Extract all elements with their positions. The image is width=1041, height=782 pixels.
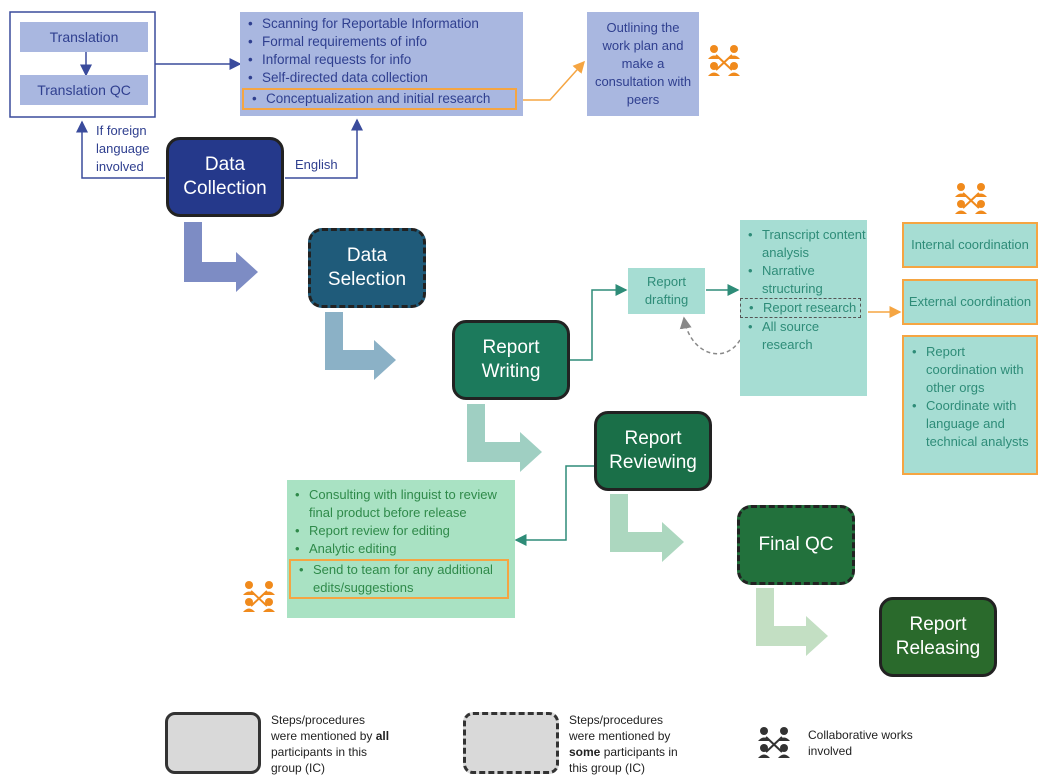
writing-activity-item-dashed: Report research <box>740 298 861 318</box>
step-data-selection: Data Selection <box>308 228 426 308</box>
review-activity-item-highlighted: Send to team for any additional edits/su… <box>289 559 509 599</box>
collection-activity-item: Self-directed data collection <box>240 69 523 87</box>
step-report-releasing: Report Releasing <box>879 597 997 677</box>
coordination-item: Coordinate with language and technical a… <box>904 397 1036 451</box>
coordination-item: Report coordination with other orgs <box>904 343 1036 397</box>
translation-qc-label: Translation QC <box>37 82 131 98</box>
collection-activity-item-highlighted: Conceptualization and initial research <box>242 88 517 110</box>
arrow-finalqc-to-releasing <box>756 588 828 656</box>
research-loop-line <box>679 316 741 355</box>
collaboration-icon <box>242 580 276 614</box>
conceptualization-to-workplan-line <box>516 60 586 101</box>
writing-to-drafting-line <box>570 284 628 361</box>
reviewing-to-list-line <box>514 465 594 546</box>
review-activity-item: Report review for editing <box>287 522 515 540</box>
legend-collaboration-icon <box>757 726 791 760</box>
writing-activity-item: Narrative structuring <box>740 262 867 298</box>
step-report-reviewing: Report Reviewing <box>594 411 712 491</box>
legend-dashed-swatch <box>463 712 559 774</box>
arrow-reviewing-to-finalqc <box>610 494 684 562</box>
workplan-box: Outlining the work plan and make a consu… <box>587 12 699 116</box>
step-final-qc: Final QC <box>737 505 855 585</box>
review-activity-item: Analytic editing <box>287 540 515 558</box>
legend-solid-text: Steps/procedures were mentioned by all p… <box>271 712 391 776</box>
review-activity-item: Consulting with linguist to review final… <box>287 486 515 522</box>
collection-activities-box: Scanning for Reportable Information Form… <box>240 12 523 116</box>
coordination-list-box: Report coordination with other orgs Coor… <box>902 335 1038 475</box>
arrow-collection-to-selection <box>184 222 258 292</box>
writing-activities-box: Transcript content analysis Narrative st… <box>740 220 867 396</box>
english-label: English <box>295 157 338 172</box>
report-drafting-box: Report drafting <box>628 268 705 314</box>
arrow-selection-to-writing <box>325 312 396 380</box>
translation-label: Translation <box>49 29 119 45</box>
collection-activities-list: Scanning for Reportable Information Form… <box>240 15 523 110</box>
translation-box: Translation <box>20 22 148 52</box>
external-coordination-box: External coordination <box>902 279 1038 325</box>
legend-solid-bold: all <box>375 729 390 743</box>
step-data-collection: Data Collection <box>166 137 284 217</box>
step-report-writing: Report Writing <box>452 320 570 400</box>
legend-dashed-text-b: participants in this group (IC) <box>569 745 678 775</box>
arrow-writing-to-reviewing <box>467 404 542 472</box>
legend-dashed-bold: some <box>569 745 601 759</box>
translation-qc-box: Translation QC <box>20 75 148 105</box>
collaboration-icon <box>707 44 741 78</box>
legend-collab-text: Collaborative works involved <box>808 728 913 758</box>
writing-activities-list: Transcript content analysis Narrative st… <box>740 226 867 354</box>
collaboration-icon <box>954 182 988 216</box>
collection-activity-item: Informal requests for info <box>240 51 523 69</box>
writing-activity-item: Transcript content analysis <box>740 226 867 262</box>
foreign-language-label: If foreign language involved <box>96 123 150 174</box>
legend-dashed-text-a: Steps/procedures were mentioned by <box>569 713 671 743</box>
review-activities-list: Consulting with linguist to review final… <box>287 486 515 599</box>
internal-coordination-box: Internal coordination <box>902 222 1038 268</box>
coordination-list: Report coordination with other orgs Coor… <box>904 343 1036 451</box>
foreign-language-line <box>76 120 165 179</box>
legend-dashed-text: Steps/procedures were mentioned by some … <box>569 712 689 776</box>
legend-solid-text-a: Steps/procedures were mentioned by <box>271 713 376 743</box>
writing-activity-item: All source research <box>740 318 867 354</box>
collection-activity-item: Scanning for Reportable Information <box>240 15 523 33</box>
review-activities-box: Consulting with linguist to review final… <box>287 480 515 618</box>
collection-activity-item: Formal requirements of info <box>240 33 523 51</box>
english-line <box>285 118 363 179</box>
legend-solid-text-b: participants in this group (IC) <box>271 745 368 775</box>
legend-solid-swatch <box>165 712 261 774</box>
